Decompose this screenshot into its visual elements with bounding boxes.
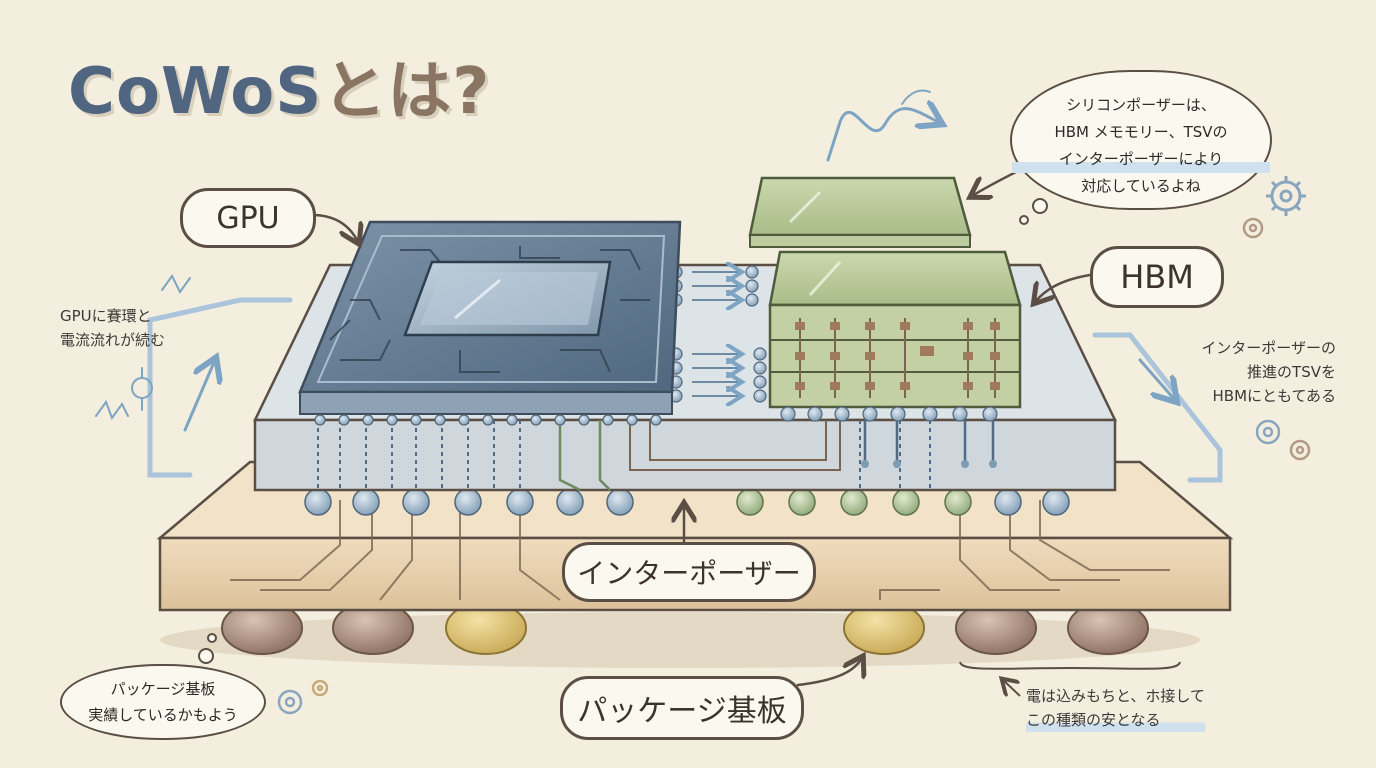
thought-bubble-top-right: シリコンポーザーは、 HBM メモモリー、TSVの インターポーザーにより 対応… (1010, 70, 1272, 210)
bubble-line-2: HBM メモモリー、TSVの (1054, 123, 1228, 141)
hbm-label: HBM (1090, 246, 1224, 308)
title-suffix: とは? (322, 55, 491, 129)
hbm-stack-back (748, 176, 972, 248)
bubble-line-1: シリコンポーザーは、 (1066, 96, 1216, 114)
substrate-label-text: パッケージ基板 (577, 694, 787, 729)
page-title: CoWoSとは? (68, 40, 490, 132)
gear-icon (1255, 419, 1281, 445)
gear-icon (1242, 217, 1264, 239)
bubble-bl-line-2: 実績しているかもよう (88, 706, 238, 724)
bubble-bl-line-1: パッケージ基板 (110, 680, 216, 698)
note-br-line-2: この種類の安となる (1026, 708, 1205, 732)
circuit-icon (329, 246, 650, 373)
note-bottom-right: 電は込みもちと、ホ接して この種類の安となる (1026, 684, 1205, 732)
gear-icon (1266, 176, 1306, 216)
note-right-line-1: インターポーザーの (1201, 339, 1336, 357)
hbm-label-text: HBM (1120, 258, 1194, 296)
gpu-pointer-arrow (310, 213, 358, 242)
c4-bumps (304, 488, 1070, 516)
package-shadow (160, 612, 1200, 668)
hbm-bumps (780, 406, 998, 422)
bubble-tail (198, 198, 1048, 664)
gpu-microbumps (314, 414, 662, 426)
flow-arrow-left (147, 297, 293, 478)
bracket-icon (959, 661, 1181, 696)
gpu-chip (298, 220, 682, 415)
gpu-label: GPU (180, 188, 316, 248)
flow-arrow-right (1092, 332, 1223, 483)
note-br-line-1: 電は込みもちと、ホ接して (1026, 687, 1205, 705)
note-left: GPUに賽環と 電流流れが続む (60, 304, 165, 352)
gpu-label-text: GPU (216, 200, 280, 236)
hbm-stack-front (768, 250, 1022, 409)
interposer-label: インターポーザー (562, 542, 816, 602)
interposer-label-text: インターポーザー (577, 557, 801, 590)
substrate-label: パッケージ基板 (560, 676, 804, 740)
gpu-hbm-interconnect (692, 272, 740, 396)
thought-bubble-bottom-left: パッケージ基板 実績しているかもよう (60, 664, 266, 740)
title-main: CoWoS (68, 55, 323, 129)
gear-icon (1289, 439, 1311, 461)
gear-icon (277, 689, 303, 715)
spark-icon (95, 274, 191, 421)
bubble-line-3: インターポーザーにより (1012, 146, 1270, 173)
hbm-pointer-arrow (1035, 273, 1092, 302)
note-right-line-2: 推進のTSVを (1247, 363, 1336, 381)
note-left-line-2: 電流流れが続む (60, 331, 166, 349)
bga-solder-balls (221, 601, 1149, 655)
bubble-line-4: 対応しているよね (1081, 177, 1201, 195)
wave-icon (826, 89, 940, 162)
note-right-line-3: HBMにともてある (1212, 387, 1336, 405)
substrate-pointer-arrow (796, 658, 862, 687)
note-right: インターポーザーの 推進のTSVを HBMにともてある (1180, 336, 1336, 408)
gear-icon (311, 679, 329, 697)
note-left-line-1: GPUに賽環と (60, 307, 152, 325)
